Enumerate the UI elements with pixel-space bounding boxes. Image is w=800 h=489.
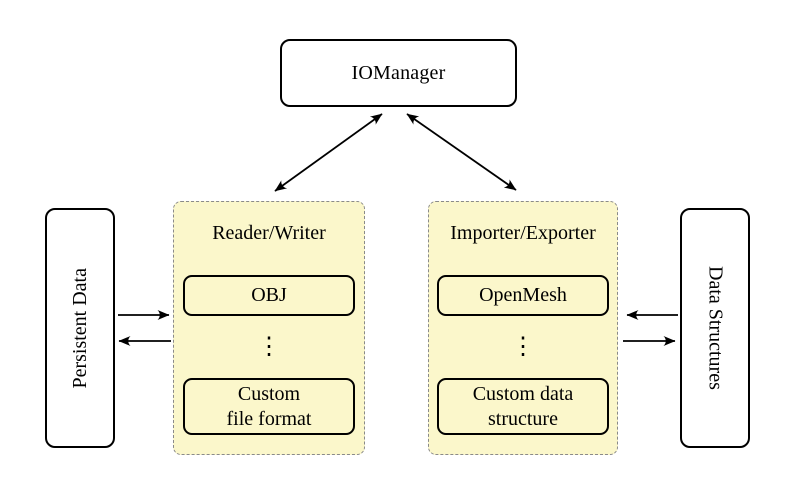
reader-writer-group: Reader/Writer OBJ ⋮ Custom file format (173, 201, 365, 455)
custom-data-structure-line1: Custom data (472, 382, 574, 405)
custom-file-format-node: Custom file format (183, 378, 355, 435)
persistent-data-node: Persistent Data (45, 208, 115, 448)
importer-exporter-ellipsis: ⋮ (511, 334, 535, 360)
arrow-iomanager-readerwriter (274, 113, 383, 192)
custom-file-format-line2: file format (226, 407, 312, 430)
arrow-iomanager-importerexporter (406, 113, 517, 191)
importer-exporter-title: Importer/Exporter (450, 222, 596, 244)
reader-writer-title: Reader/Writer (212, 222, 326, 244)
reader-writer-ellipsis: ⋮ (257, 334, 281, 360)
obj-label: OBJ (251, 284, 287, 306)
openmesh-label: OpenMesh (479, 284, 567, 306)
io-manager-node: IOManager (280, 39, 517, 107)
custom-data-structure-node: Custom data structure (437, 378, 609, 435)
obj-node: OBJ (183, 275, 355, 316)
io-manager-label: IOManager (351, 61, 446, 84)
persistent-data-label: Persistent Data (68, 267, 91, 389)
data-structures-label: Data Structures (704, 266, 727, 390)
custom-file-format-line1: Custom (237, 382, 301, 405)
custom-data-structure-line2: structure (488, 407, 558, 430)
openmesh-node: OpenMesh (437, 275, 609, 316)
data-structures-node: Data Structures (680, 208, 750, 448)
importer-exporter-group: Importer/Exporter OpenMesh ⋮ Custom data… (428, 201, 618, 455)
